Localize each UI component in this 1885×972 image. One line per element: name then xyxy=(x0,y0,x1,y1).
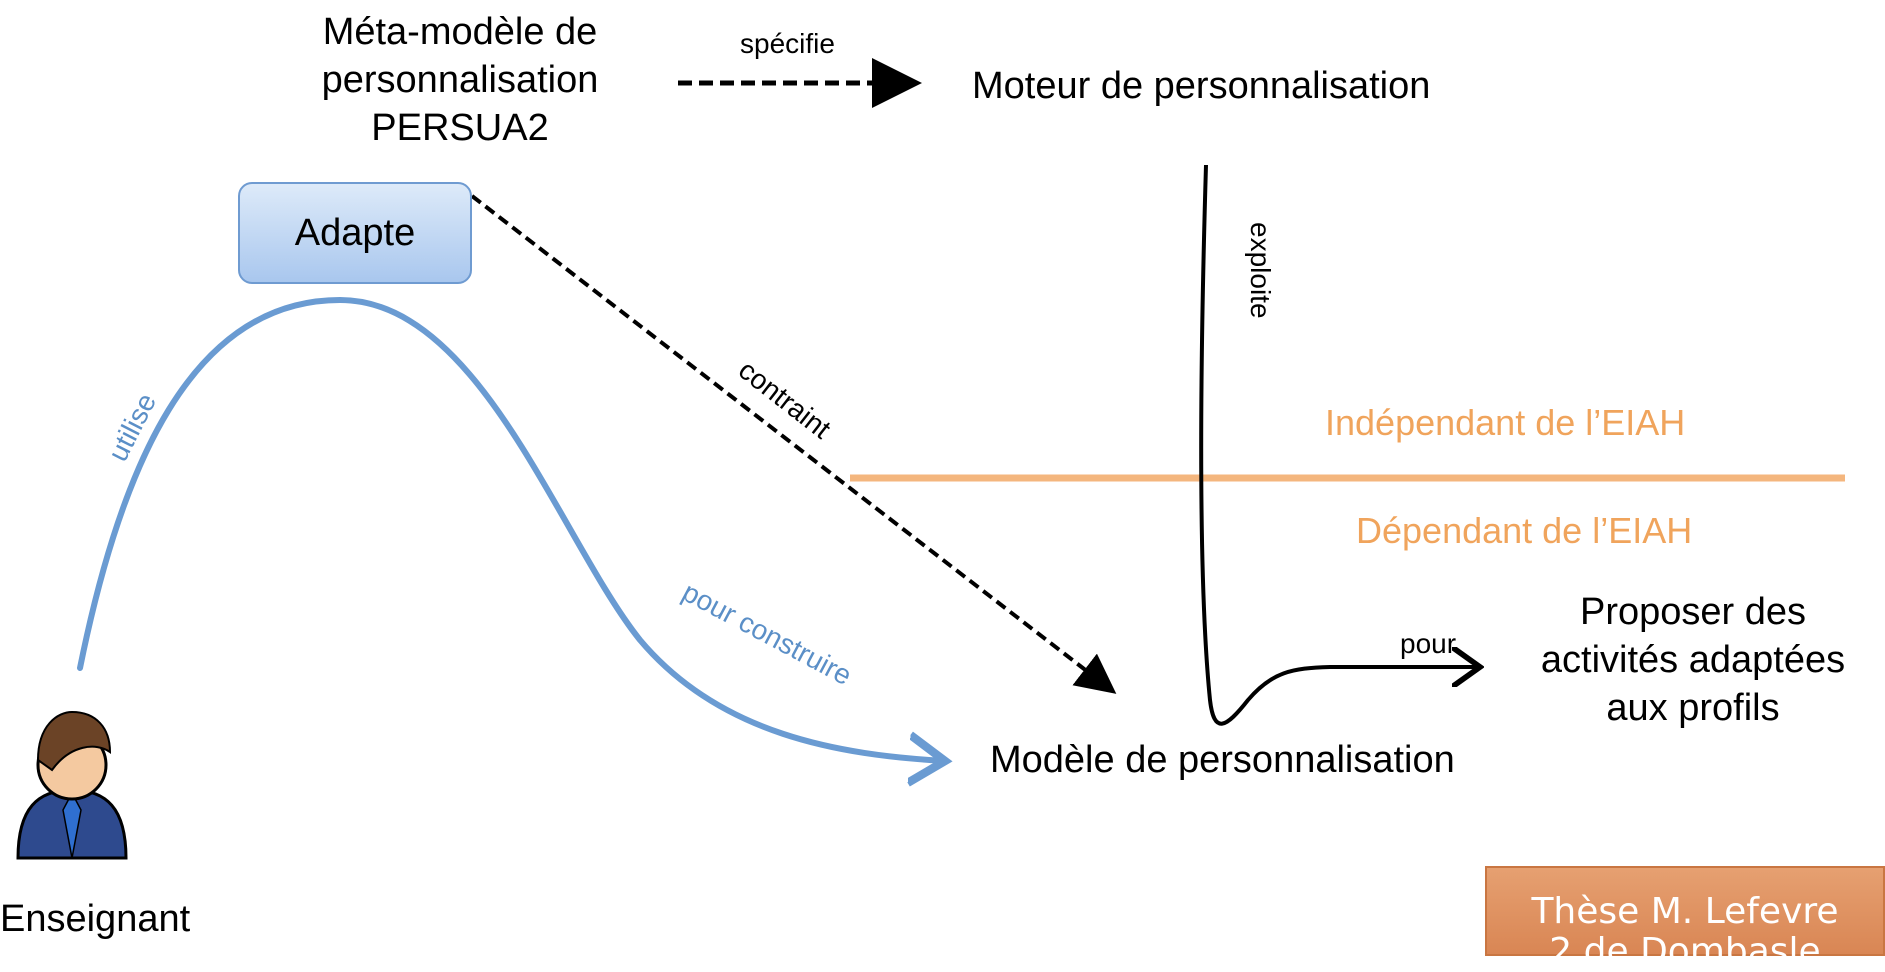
proposer-label: Proposer des activités adaptées aux prof… xyxy=(1508,588,1878,732)
adapte-box[interactable]: Adapte xyxy=(238,182,472,284)
edge-label-specifie: spécifie xyxy=(740,28,835,59)
zone-dependent-label: Dépendant de l’EIAH xyxy=(1356,510,1693,551)
edge-label-pour: pour xyxy=(1400,628,1457,659)
proposer-line-2: activités adaptées xyxy=(1540,639,1846,681)
teacher-label: Enseignant xyxy=(0,898,191,940)
meta-model-line-3: PERSUA2 xyxy=(371,107,549,149)
zone-independent-label: Indépendant de l’EIAH xyxy=(1325,402,1686,443)
adapte-label: Adapte xyxy=(294,211,416,254)
edge-label-exploite: exploite xyxy=(1245,222,1276,319)
teacher-avatar-icon xyxy=(16,710,128,860)
meta-model-label: Méta-modèle de personnalisation PERSUA2 xyxy=(280,8,640,152)
meta-model-line-2: personnalisation xyxy=(321,59,599,101)
edge-utilise-construire xyxy=(77,296,945,761)
proposer-line-1: Proposer des xyxy=(1579,591,1806,633)
proposer-line-3: aux profils xyxy=(1606,687,1780,729)
edge-contraint xyxy=(470,194,1117,694)
engine-label: Moteur de personnalisation xyxy=(972,65,1431,107)
edge-exploite xyxy=(1199,164,1480,726)
diagram-canvas xyxy=(16,58,1845,860)
meta-model-line-1: Méta-modèle de xyxy=(322,11,598,53)
badge-line-1: Thèse M. Lefevre xyxy=(1531,891,1839,932)
badge-line-2: 2 de Dombasle xyxy=(1549,931,1821,972)
model-label: Modèle de personnalisation xyxy=(990,739,1455,781)
